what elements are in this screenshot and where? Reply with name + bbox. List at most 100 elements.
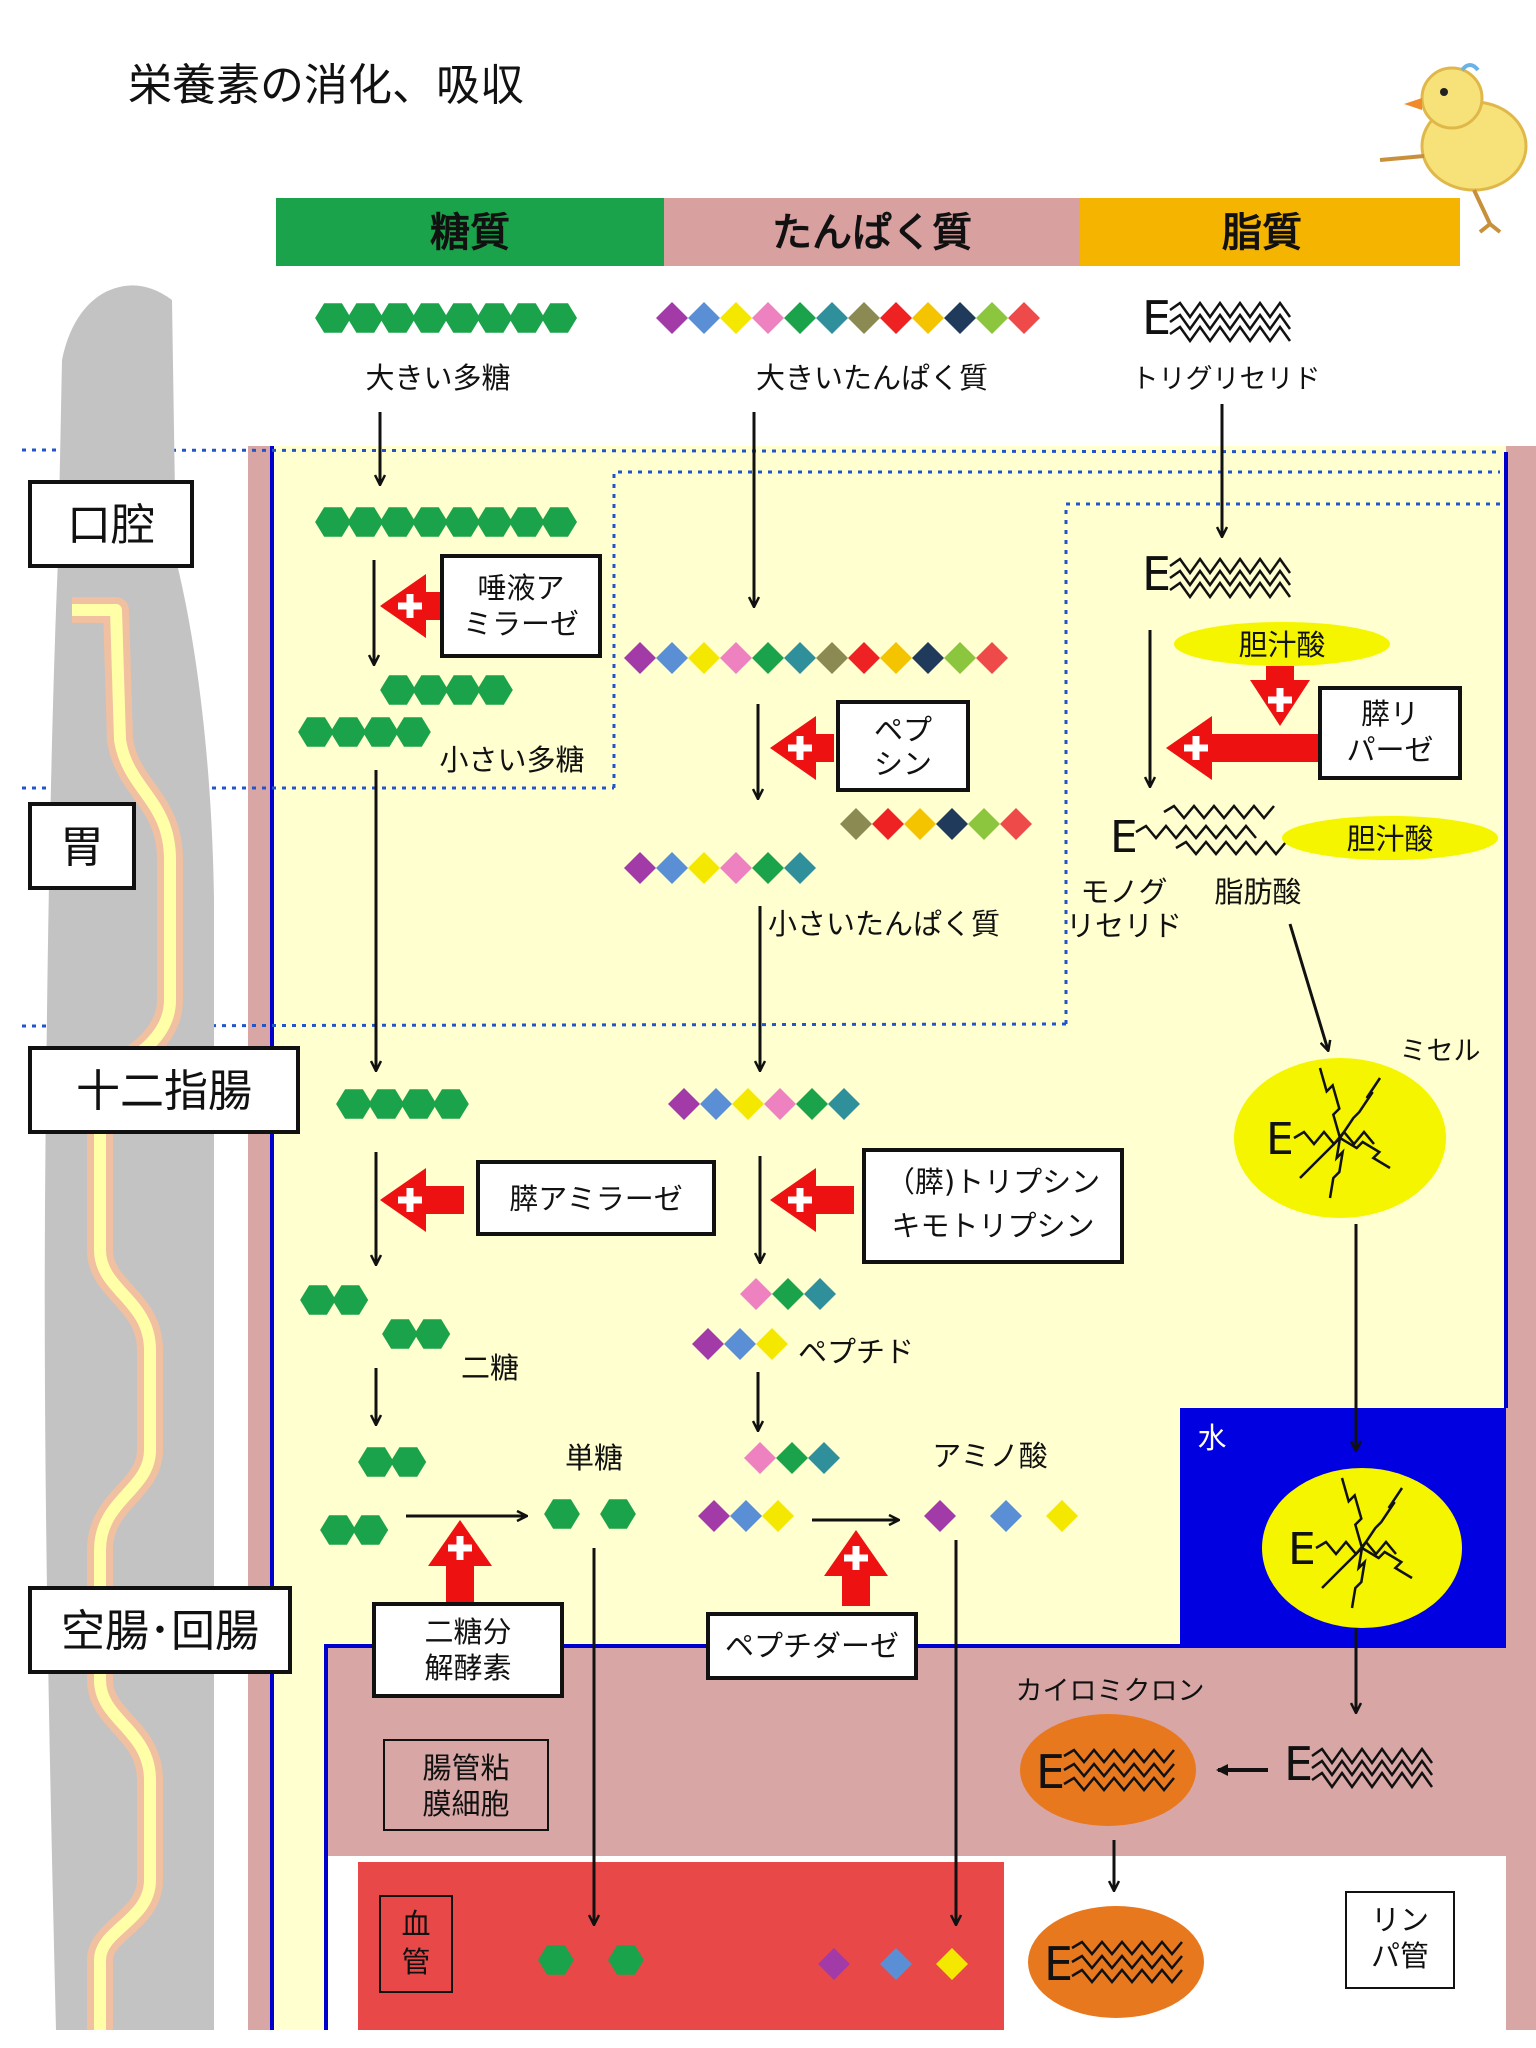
pancreatic-amylase-label: 膵アミラーゼ — [509, 1182, 682, 1216]
disaccharidase-arrow — [428, 1520, 492, 1604]
trypsin-arrow — [770, 1168, 854, 1232]
stomach-label-box — [28, 802, 136, 890]
glucose-unit — [379, 507, 416, 537]
small-intestine-label-box — [28, 1586, 292, 1674]
fatty-acid-chain — [1361, 1546, 1413, 1580]
bile-acid-label-2: 胆汁酸 — [1346, 822, 1433, 856]
disaccharide-c — [358, 1447, 427, 1477]
glycerol-e: E — [1044, 1937, 1073, 1991]
amino-acid-unit — [818, 1948, 850, 1980]
fatty-acid-label: 脂肪酸 — [1214, 875, 1301, 909]
column-headers: 糖質 たんぱく質 脂質 — [276, 198, 1460, 266]
amino-acid-unit — [944, 302, 976, 334]
fat-header-bg — [1080, 198, 1460, 266]
amino-acid-unit — [700, 1088, 732, 1120]
monoglyceride-label-2: リセリド — [1066, 909, 1182, 943]
glucose-unit — [444, 303, 481, 333]
glucose-unit — [608, 1945, 644, 1975]
disaccharidase-box — [372, 1602, 564, 1698]
duodenum-protein — [668, 1088, 860, 1120]
amino-acid-unit — [848, 302, 880, 334]
peptide-c — [744, 1442, 840, 1474]
amino-acid-unit — [656, 852, 688, 884]
glucose-unit — [414, 1319, 451, 1349]
amino-acid-unit — [784, 852, 816, 884]
blood-amino-c — [936, 1948, 968, 1980]
salivary-amylase-arrow — [380, 574, 440, 638]
amino-acid-unit — [796, 1088, 828, 1120]
plus-icon — [1184, 736, 1208, 760]
glucose-unit — [320, 1515, 356, 1545]
glucose-unit — [400, 1089, 437, 1119]
enzyme-labels: 唾液ア ミラーゼ ペプ シン 膵リ パーゼ 膵アミラーゼ （膵)トリプシン キモ… — [372, 554, 1462, 1698]
glucose-unit — [444, 675, 481, 705]
triglyceride-mucosa: E — [1284, 1737, 1434, 1791]
monoglyceride: E — [1110, 812, 1257, 863]
salivary-amylase-label-1: 唾液ア — [477, 571, 564, 605]
big-polysaccharide — [315, 303, 577, 333]
glucose-unit — [476, 303, 513, 333]
fatty-acid-chain — [1175, 840, 1287, 856]
blood-amino-b — [880, 1948, 912, 1980]
glucose-unit — [330, 717, 367, 747]
amino-acid-unit — [828, 1088, 860, 1120]
amino-acid-unit — [762, 1500, 794, 1532]
amino-acid-unit — [784, 302, 816, 334]
intestine-wall-right — [1506, 446, 1536, 2030]
mouth-label-box — [28, 480, 194, 568]
protein-stomach — [624, 642, 1008, 674]
amino-acid-unit — [1008, 302, 1040, 334]
big-polysaccharide-label: 大きい多糖 — [365, 361, 510, 395]
fatty-acid-chain — [1311, 1758, 1434, 1778]
trypsin-label-2: キモトリプシン — [891, 1209, 1094, 1243]
triglyceride-mouth: E — [1142, 547, 1292, 601]
amino-acid-unit — [880, 1948, 912, 1980]
glucose-unit — [476, 507, 513, 537]
bile-acid-label-1: 胆汁酸 — [1238, 628, 1325, 662]
disaccharidase-label-1: 二糖分 — [424, 1615, 511, 1649]
mouth-label: 口腔 — [67, 500, 155, 551]
fat-header: 脂質 — [1222, 210, 1302, 256]
amino-acid-unit — [912, 302, 944, 334]
amino-acid-unit — [976, 642, 1008, 674]
amino-acid-unit — [840, 808, 872, 840]
amino-acid-unit — [744, 1442, 776, 1474]
disaccharide-a — [300, 1285, 369, 1315]
amino-acid-unit — [732, 1088, 764, 1120]
amino-acid-unit — [752, 852, 784, 884]
fatty-acid-chain — [1321, 1547, 1363, 1589]
gut-lumen-line — [72, 604, 176, 2030]
amino-acid-unit — [752, 302, 784, 334]
amino-acid-unit — [848, 642, 880, 674]
bile-acid-arrow — [1250, 666, 1310, 726]
chylomicron-mucosa-contents: E — [1036, 1745, 1175, 1799]
amino-acid-unit — [872, 808, 904, 840]
glucose-unit — [368, 1089, 405, 1119]
page-title: 栄養素の消化、吸収 — [128, 60, 524, 111]
lymph-label-box — [1345, 1891, 1455, 1989]
peptide-a — [740, 1278, 836, 1310]
peptidase-box — [706, 1612, 918, 1680]
amino-acid-unit — [656, 302, 688, 334]
amino-acid-unit — [720, 302, 752, 334]
glucose-unit — [412, 507, 448, 537]
enzyme-arrow-shape — [428, 1520, 492, 1604]
salivary-amylase-box — [440, 554, 602, 658]
amino-acid-unit — [976, 302, 1008, 334]
disaccharide-label: 二糖 — [461, 1351, 519, 1385]
amino-acid-unit — [944, 642, 976, 674]
amino-acid-unit — [880, 642, 912, 674]
fatty-acid-chain — [1169, 300, 1292, 320]
bile-acid-oval-1 — [1174, 622, 1390, 666]
small-polysaccharide-b — [298, 717, 431, 747]
amino-acid-a — [924, 1500, 956, 1532]
fatty-acid-chain — [1071, 1968, 1183, 1984]
amino-acid-unit — [688, 302, 720, 334]
amino-acid-unit — [724, 1328, 756, 1360]
glycerol-e: E — [1284, 1737, 1313, 1791]
glucose-unit — [298, 717, 334, 747]
fatty-acid-chain — [1169, 568, 1292, 588]
big-protein-label: 大きいたんぱく質 — [756, 361, 988, 395]
micelle-duodenum-contents: E — [1266, 1067, 1391, 1199]
micelle-label: ミセル — [1400, 1036, 1481, 1067]
